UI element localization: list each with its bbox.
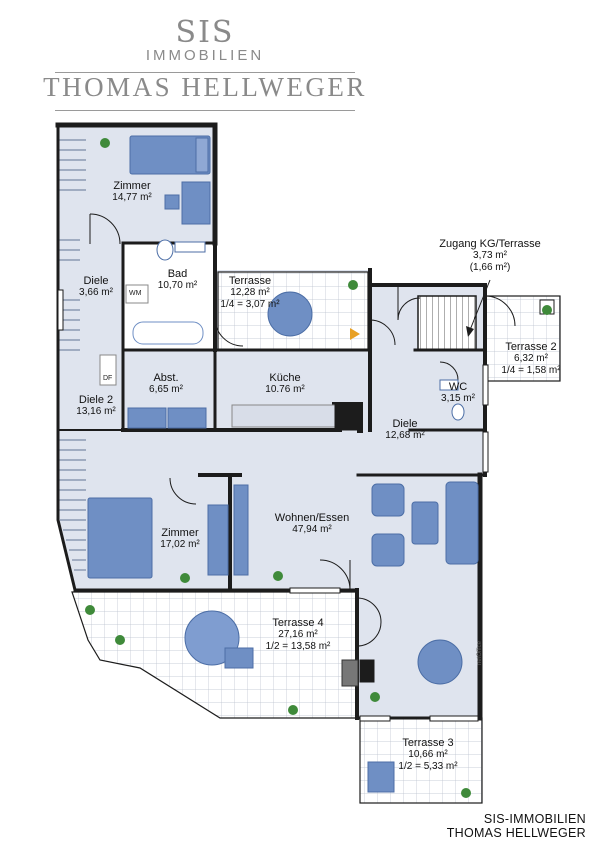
sink-bad [174,241,206,253]
fireplace [359,659,375,683]
bed-1 [129,135,211,175]
room-name: Terrasse [228,275,272,287]
room-label-diele-3: Diele 12,68 m² [375,418,435,442]
room-name: Bad [167,268,188,280]
room-area: 3,73 m² [473,250,507,261]
logo-name: THOMAS HELLWEGER [43,72,367,102]
fridge [334,402,362,431]
room-area: 10.76 m² [265,384,305,395]
room-name: WC [448,381,468,393]
tv-unit [233,484,249,576]
room-label-zimmer-2: Zimmer 17,02 m² [148,527,212,551]
armchair-1 [371,483,405,517]
shelf-a [127,407,167,429]
room-area: 3,66 m² [79,287,113,298]
coffee-table [411,501,439,545]
room-area: 3,15 m² [441,393,475,404]
wm-label: WM [129,290,142,297]
room-area: 6,32 m² [514,353,548,364]
room-name: Terrasse 2 [505,341,557,353]
room-name: Zugang KG/Terrasse [439,238,541,250]
walls [55,122,487,721]
room-label-diele-1: Diele 3,66 m² [66,275,126,299]
room-share: (1,66 m²) [469,262,511,273]
wm-unit [125,284,149,304]
doors [89,213,516,647]
room-name: Wohnen/Essen [274,512,350,524]
toilet-wc [451,403,465,421]
grill [341,659,359,687]
lounger-4 [224,647,254,669]
chair-terrasse-3 [367,761,395,793]
room-label-terrasse-2: Terrasse 2 6,32 m² 1/4 = 1,58 m² [496,341,566,377]
room-label-diele-2: Diele 2 13,16 m² [64,394,128,418]
room-area: 10,66 m² [408,749,448,760]
stairs-arrow [466,326,474,337]
room-name: Diele [392,418,418,430]
shelf-b [167,407,207,429]
footer-line-1: SIS-IMMOBILIEN [483,812,586,826]
chair-1 [164,194,180,210]
df-label: DF [103,375,113,382]
df-unit [99,354,117,386]
room-area: 14,77 m² [112,192,152,203]
footer: SIS-IMMOBILIEN THOMAS HELLWEGER [447,812,586,840]
room-label-terrasse-1: Terrasse 12,28 m² 1/4 = 3,07 m² [206,275,294,311]
room-label-terrasse-4: Terrasse 4 27,16 m² 1/2 = 13,58 m² [258,617,338,653]
stairs [417,295,477,351]
room-label-kueche: Küche 10.76 m² [250,372,320,396]
room-name: Diele [83,275,109,287]
room-label-bad: Bad 10,70 m² [145,268,210,292]
room-area: 47,94 m² [292,524,332,535]
sink-wc [439,379,459,391]
room-share: 1/4 = 1,58 m² [501,365,561,376]
room-area: 10,70 m² [157,280,198,291]
room-area: 12,68 m² [385,430,425,441]
dining-table [417,639,463,685]
orange-marker [350,328,360,340]
plants [85,138,552,798]
logo: SIS IMMOBILIEN THOMAS HELLWEGER [40,14,370,111]
room-label-abst: Abst. 6,65 m² [135,372,197,396]
logo-sis: SIS [175,15,235,50]
room-share: 1/2 = 5,33 m² [398,761,458,772]
room-label-zimmer-1: Zimmer 14,77 m² [82,180,182,204]
room-label-wc: WC 3,15 m² [432,381,484,405]
terrace-table-1 [267,291,313,337]
logo-rule-bottom [55,110,355,111]
logo-immobilien: IMMOBILIEN [145,47,265,64]
windows [57,289,489,722]
room-name: Terrasse 4 [272,617,324,629]
room-name: Abst. [153,372,179,384]
footer-line-2: THOMAS HELLWEGER [446,826,586,840]
room-name: Zimmer [113,180,151,192]
room-share: 1/4 = 3,07 m² [220,299,280,310]
brand-label: netOffice [477,641,483,665]
kitchen-counter [231,404,338,428]
room-share: 1/2 = 13,58 m² [265,641,331,652]
desk-1 [181,181,211,225]
room-name: Terrasse 3 [402,737,454,749]
room-area: 12,28 m² [230,287,270,298]
room-area: 27,16 m² [278,629,318,640]
toilet-bad [156,239,174,261]
wardrobe-2 [207,504,229,576]
room-name: Küche [269,372,301,384]
logo-rule-top [55,72,355,73]
room-name: Zimmer [161,527,199,539]
room-area: 6,65 m² [149,384,183,395]
armchair-2 [371,533,405,567]
bathtub [132,321,204,345]
room-name: Diele 2 [78,394,114,406]
bed-2 [87,497,153,579]
room-area: 17,02 m² [160,539,200,550]
furniture [87,135,555,793]
room-label-wohnen: Wohnen/Essen 47,94 m² [262,512,362,536]
room-label-zugang: Zugang KG/Terrasse 3,73 m² (1,66 m²) [425,238,555,274]
sofa [445,481,479,565]
room-label-terrasse-3: Terrasse 3 10,66 m² 1/2 = 5,33 m² [388,737,468,773]
room-area: 13,16 m² [76,406,116,417]
